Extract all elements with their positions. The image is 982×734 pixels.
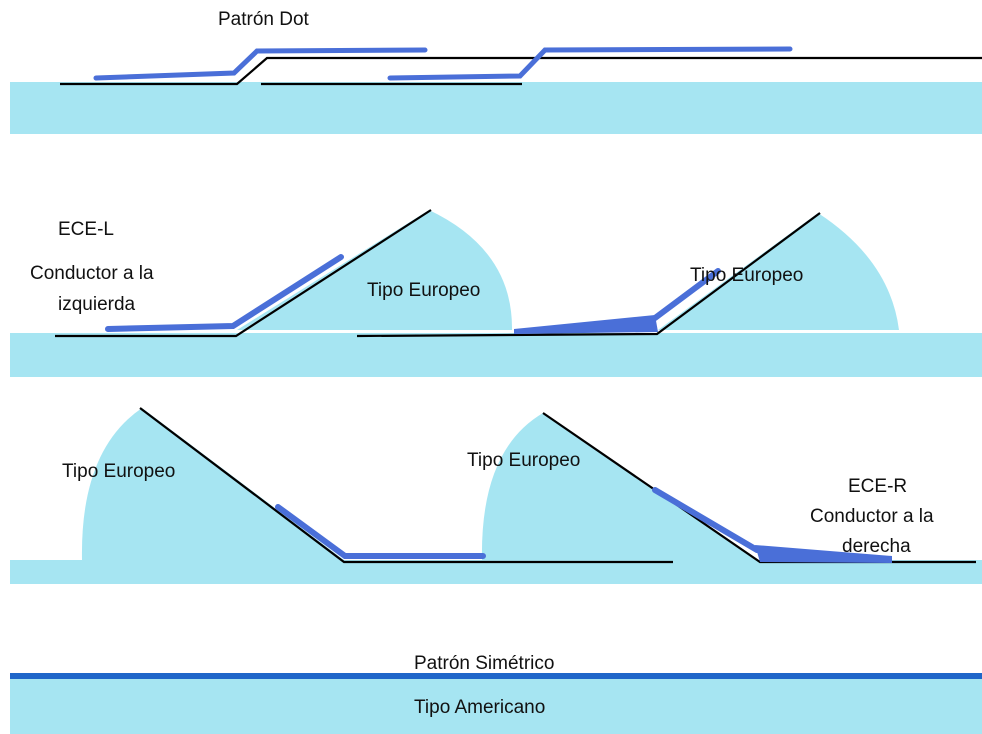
ece-l-subtitle-line2: izquierda	[58, 294, 136, 315]
ece-l-label-right: Tipo Europeo	[690, 265, 804, 286]
ece-l-cutoff-line-right	[356, 212, 821, 338]
ece-r-subtitle-line2: derecha	[842, 536, 911, 557]
ece-r-highlight-right	[652, 487, 760, 553]
ece-r-beam-dome-left	[81, 408, 344, 560]
ece-l-row	[10, 209, 982, 377]
ece-r-highlight-left	[275, 504, 486, 559]
symmetric-pattern-title: Patrón Simétrico	[414, 653, 555, 674]
symmetric-cutoff-line	[10, 673, 982, 679]
ece-r-label-right: Tipo Europeo	[467, 450, 581, 471]
ece-l-highlight-right	[652, 268, 721, 321]
dot-cutoff-line-1	[60, 56, 982, 86]
symmetric-body-label: Tipo Americano	[414, 697, 546, 718]
symmetric-beam-band	[10, 676, 982, 734]
ece-l-subtitle-line1: Conductor a la	[30, 263, 154, 284]
ece-r-subtitle-line1: Conductor a la	[810, 506, 934, 527]
ece-l-highlight-wedge	[514, 315, 658, 334]
ece-r-label-left: Tipo Europeo	[62, 461, 176, 482]
ece-l-label-left: Tipo Europeo	[367, 280, 481, 301]
dot-highlight-1	[93, 47, 428, 81]
ece-r-beam-dome-right	[481, 413, 757, 560]
ece-r-row	[10, 407, 982, 584]
dot-pattern-title: Patrón Dot	[218, 9, 309, 30]
ece-l-beam-dome-left	[237, 210, 513, 330]
ece-l-highlight-left	[105, 254, 344, 332]
ece-r-highlight-wedge	[755, 545, 892, 563]
ece-r-title: ECE-R	[848, 476, 908, 497]
dot-beam-band	[10, 82, 982, 134]
ece-l-cutoff-line-left	[55, 209, 432, 338]
ece-l-beam-band	[10, 333, 982, 377]
ece-r-cutoff-line-left	[139, 407, 673, 564]
ece-l-beam-dome-right	[658, 213, 899, 330]
dot-highlight-2	[387, 46, 793, 81]
dot-pattern-row	[10, 46, 982, 134]
ece-l-title: ECE-L	[58, 219, 114, 240]
ece-r-beam-band	[10, 560, 982, 584]
symmetric-row	[10, 673, 982, 734]
